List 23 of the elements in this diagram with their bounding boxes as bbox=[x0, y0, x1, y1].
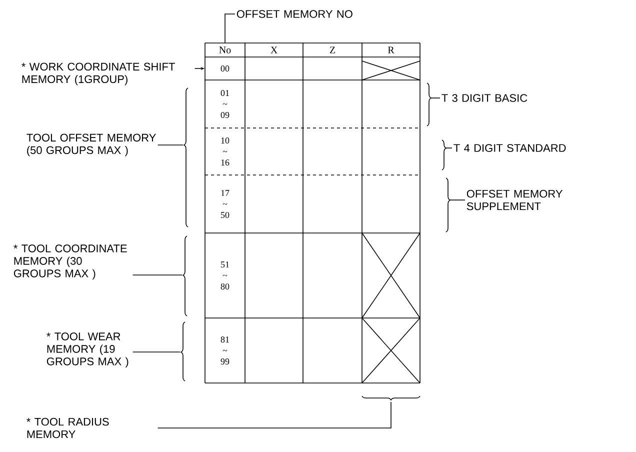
callout-text: T 3 DIGIT BASIC bbox=[442, 94, 528, 102]
column-header: Z bbox=[330, 46, 336, 54]
callout-text: OFFSET MEMORY SUPPLEMENT bbox=[466, 190, 563, 210]
memory-number: 01 ~ 09 bbox=[220, 90, 230, 118]
leader-line bbox=[224, 14, 236, 43]
callout-text: T 4 DIGIT STANDARD bbox=[454, 144, 566, 152]
column-header: No bbox=[219, 46, 231, 54]
memory-number: 51 ~ 80 bbox=[220, 261, 230, 290]
leader-line bbox=[132, 274, 182, 276]
callout-text: TOOL OFFSET MEMORY (50 GROUPS MAX ) bbox=[26, 134, 156, 156]
leader-line bbox=[157, 402, 392, 428]
column-header: R bbox=[388, 46, 394, 54]
memory-number: 00 bbox=[220, 65, 230, 72]
memory-number: 10 ~ 16 bbox=[221, 137, 230, 166]
callout-text: * TOOL COORDINATE MEMORY (30 GROUPS MAX ) bbox=[14, 244, 127, 280]
leader-line bbox=[157, 144, 184, 146]
callout-text: OFFSET MEMORY NO bbox=[236, 10, 352, 18]
memory-number: 17 ~ 50 bbox=[221, 190, 230, 218]
callout-text: * TOOL WEAR MEMORY (19 GROUPS MAX ) bbox=[46, 332, 128, 368]
callout-text: * WORK COORDINATE SHIFT MEMORY (1GROUP) bbox=[22, 62, 175, 86]
memory-number: 81 ~ 99 bbox=[220, 336, 230, 365]
callout-text: * TOOL RADIUS MEMORY bbox=[26, 418, 109, 438]
column-header: X bbox=[270, 46, 278, 54]
